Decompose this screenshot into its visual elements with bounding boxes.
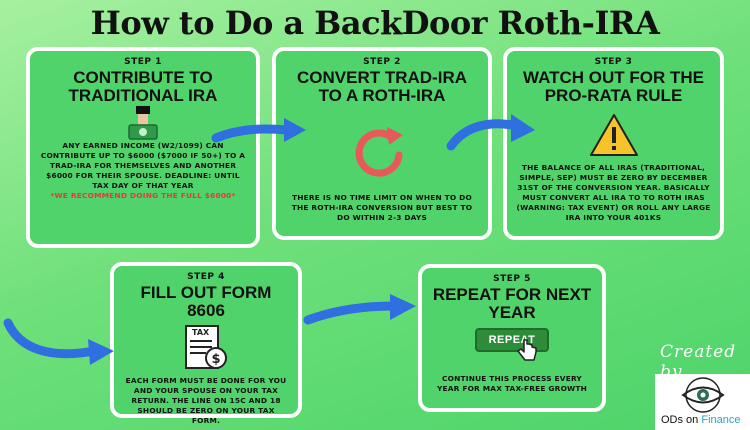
- svg-text:$: $: [211, 352, 220, 367]
- brand-accent: Finance: [701, 414, 741, 426]
- step-heading: REPEAT FOR NEXT YEAR: [432, 285, 592, 322]
- warning-icon: [589, 114, 638, 156]
- step-heading: CONVERT TRAD-IRA TO A ROTH-IRA: [297, 68, 467, 105]
- brand-logo: ODs on Finance: [655, 374, 750, 430]
- step-label: STEP 1: [124, 57, 162, 67]
- money-deposit-icon: [128, 106, 158, 140]
- pointer-hand-icon: [517, 339, 537, 361]
- refresh-icon: [355, 127, 403, 177]
- step-body: CONTINUE THIS PROCESS EVERY YEAR FOR MAX…: [436, 374, 588, 393]
- step-1-card: STEP 1 CONTRIBUTE TO TRADITIONAL IRA ANY…: [26, 47, 260, 248]
- step-heading: FILL OUT FORM 8606: [140, 283, 272, 320]
- step-body: THERE IS NO TIME LIMIT ON WHEN TO DO THE…: [291, 193, 473, 222]
- recommendation-note: *WE RECOMMEND DOING THE FULL $6000*: [50, 191, 236, 200]
- arrow-right-icon: [211, 118, 306, 143]
- step-body: EACH FORM MUST BE DONE FOR YOU AND YOUR …: [125, 376, 287, 425]
- step-heading: WATCH OUT FOR THE PRO-RATA RULE: [523, 68, 704, 105]
- step-label: STEP 2: [363, 57, 401, 67]
- repeat-button: REPEAT: [474, 328, 550, 352]
- brand-prefix: ODs on: [661, 414, 702, 426]
- arrow-right-icon: [3, 318, 114, 365]
- tax-form-icon: $ TAX: [184, 324, 228, 372]
- step-body: THE BALANCE OF ALL IRAS (TRADITIONAL, SI…: [516, 163, 711, 222]
- arrow-right-icon: [303, 294, 416, 325]
- arrow-right-icon: [446, 114, 535, 151]
- step-5-card: STEP 5 REPEAT FOR NEXT YEAR REPEAT CONTI…: [418, 264, 606, 412]
- eye-logo-icon: [681, 377, 725, 413]
- step-2-card: STEP 2 CONVERT TRAD-IRA TO A ROTH-IRA TH…: [272, 47, 492, 240]
- step-label: STEP 3: [594, 57, 633, 67]
- step-3-card: STEP 3 WATCH OUT FOR THE PRO-RATA RULE T…: [503, 47, 724, 240]
- step-label: STEP 4: [187, 272, 225, 282]
- step-body: ANY EARNED INCOME (W2/1099) CAN CONTRIBU…: [40, 141, 246, 190]
- step-4-card: STEP 4 FILL OUT FORM 8606 $ TAX EACH FOR…: [110, 262, 302, 425]
- step-heading: CONTRIBUTE TO TRADITIONAL IRA: [68, 68, 218, 105]
- page-title: How to Do a BackDoor Roth-IRA: [90, 4, 660, 42]
- step-label: STEP 5: [493, 274, 531, 284]
- tax-label: TAX: [192, 328, 210, 337]
